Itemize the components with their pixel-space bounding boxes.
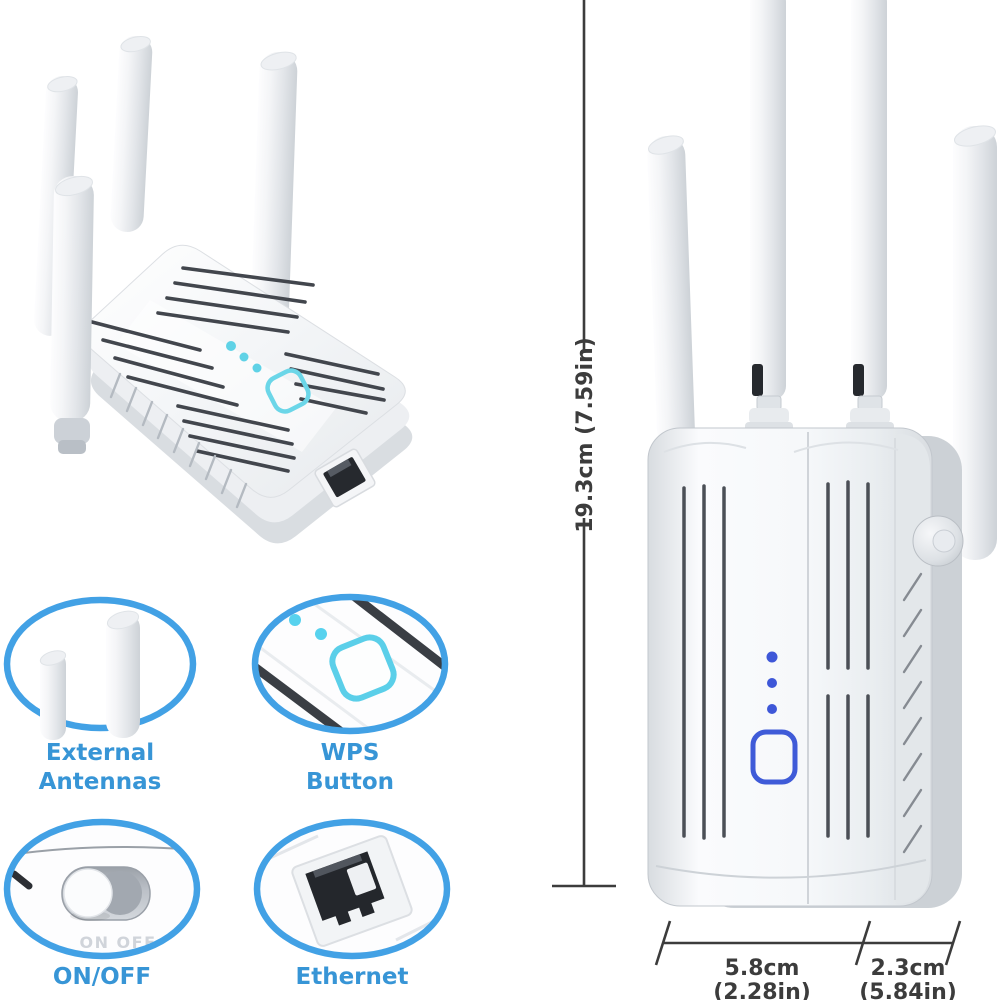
front-body [647,427,933,907]
callout-label: Ethernet [296,964,409,990]
antenna-hinge-3d [54,418,90,454]
callout-label: WPS [321,740,380,766]
dimension-annotations: 19.3cm (7.59in) 5.8cm (2.28in) 2.3cm (5.… [552,0,962,1000]
callout-external-antennas: External Antennas [3,596,197,795]
antenna-front-left [50,175,94,423]
led-indicators-3d [226,341,262,373]
width-main-cm-label: 5.8cm [725,956,800,981]
front-side-hatch [902,572,923,854]
side-hatch-3d [109,372,248,509]
antenna-knob [912,515,964,567]
wps-button-icon [255,597,445,731]
callout-label: External [46,740,154,766]
view-front [647,0,997,908]
width-side-in-label: (5.84in) [859,980,957,1000]
width-main-in-label: (2.28in) [713,980,811,1000]
front-antenna-center-left [745,0,793,434]
front-antenna-center-right [846,0,894,434]
callout-label: Button [306,769,394,795]
callout-wps-button: WPS Button [251,593,449,795]
gloss-highlight [116,300,336,452]
wps-button-3d [265,368,311,414]
front-vent-slots-left [682,484,726,840]
ethernet-port-icon [261,822,445,954]
callout-ethernet: Ethernet [253,818,451,990]
front-side-panel [896,434,930,903]
front-antenna-outer-right [953,125,997,560]
front-top-arc-mid [793,441,899,453]
callout-label: ON/OFF [53,964,151,990]
front-bottom-seam [655,859,927,879]
ethernet-port-3d [314,448,376,508]
callout-on-off: ON OFF ON/OFF [3,818,201,990]
external-antennas-icon [39,610,140,740]
front-antenna-outer-left [647,135,695,448]
front-vent-slots-right [826,480,870,840]
front-top-arc-left [663,441,747,453]
antenna-back-mid [110,36,153,232]
led-indicators-front [766,651,778,714]
wps-button-front [750,729,798,785]
callout-label: Antennas [39,769,162,795]
height-dimension-label: 19.3cm (7.59in) [573,337,598,533]
vent-slots-3d [90,266,386,473]
view-3d [34,36,413,544]
switch-embossed-label: ON OFF [79,933,156,952]
width-side-cm-label: 2.3cm [871,956,946,981]
